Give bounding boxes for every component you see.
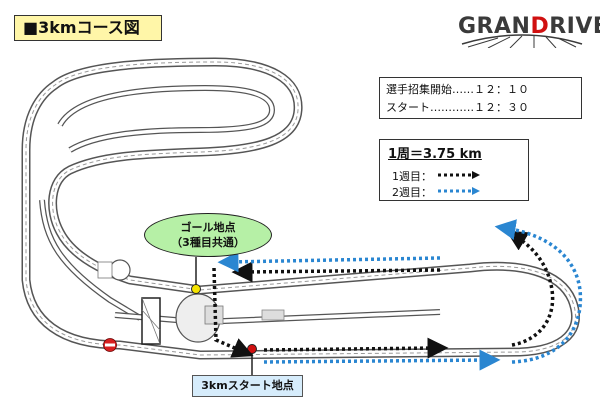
track <box>21 57 580 360</box>
start-point-marker <box>247 344 257 354</box>
lap2-label: 2週目： <box>392 186 432 199</box>
grandrive-logo: GRANDRIVE <box>458 14 600 48</box>
lap1-label: 1週目： <box>392 170 432 183</box>
goal-label-line1: ゴール地点 <box>180 221 236 234</box>
lap-legend: 1周＝3.75 km 1週目： 2週目： <box>379 139 529 201</box>
lap-distance: 1周＝3.75 km <box>388 147 482 162</box>
lap1-route <box>212 230 555 359</box>
schedule-start-time: スタート‥‥‥‥‥‥１２：３０ <box>386 101 530 114</box>
lap2-arrow <box>438 187 480 195</box>
schedule-assembly-time: 選手招集開始‥‥‥１２：１０ <box>386 83 530 96</box>
start-point-label: 3kmスタート地点 <box>192 375 303 397</box>
goal-label-line2: （3種目共通） <box>171 236 245 249</box>
no-entry-sign-icon <box>103 338 117 352</box>
goal-point-marker <box>191 284 201 294</box>
logo-wordmark: GRANDRIVE <box>458 14 600 39</box>
lap2-route <box>217 219 583 371</box>
goal-point-label: ゴール地点 （3種目共通） <box>144 213 272 257</box>
paddock-area <box>97 259 285 345</box>
map-title: ■3kmコース図 <box>14 15 162 41</box>
lap1-arrow <box>438 171 480 179</box>
schedule-box: 選手招集開始‥‥‥１２：１０ スタート‥‥‥‥‥‥１２：３０ <box>379 77 582 119</box>
